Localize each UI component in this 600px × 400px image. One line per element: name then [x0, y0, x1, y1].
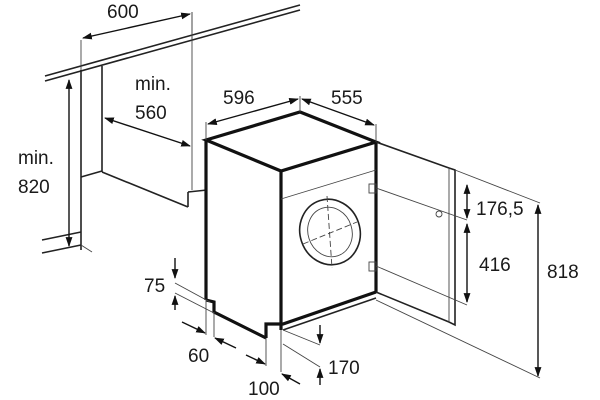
dimension-door-height: 818 [534, 204, 579, 377]
label-niche-height-prefix: min. [18, 148, 54, 169]
dimension-hinge-spacing: 416 [463, 223, 511, 303]
label-plinth-recess-left: 60 [188, 346, 209, 367]
label-hinge-top: 176,5 [476, 199, 524, 220]
dimension-niche-width: 600 [80, 2, 193, 70]
label-niche-depth: 560 [135, 103, 167, 124]
dimension-plinth-height: 75 [144, 258, 215, 314]
dimension-plinth-recess-left: 60 [181, 300, 237, 367]
label-door-bottom-clearance: 170 [328, 358, 360, 379]
dimension-door-bottom-clearance: 170 [282, 325, 360, 385]
dimension-appliance-depth: 555 [301, 88, 377, 142]
niche-wall [41, 12, 208, 254]
label-plinth-recess-right: 100 [248, 379, 280, 400]
dimension-appliance-width: 596 [205, 88, 301, 140]
label-appliance-depth: 555 [331, 88, 363, 109]
label-appliance-width: 596 [223, 88, 255, 109]
dimension-hinge-top: 176,5 [463, 184, 524, 220]
label-niche-height: 820 [18, 177, 50, 198]
countertop [44, 4, 301, 82]
label-plinth-height: 75 [144, 276, 165, 297]
furniture-door [368, 141, 541, 379]
label-niche-depth-prefix: min. [135, 74, 171, 95]
dimension-niche-height: min. 820 [18, 79, 73, 247]
dimension-niche-depth: min. 560 [104, 74, 191, 147]
label-niche-width: 600 [107, 2, 139, 23]
dimension-plinth-recess-right: 100 [245, 330, 301, 400]
label-hinge-spacing: 416 [479, 255, 511, 276]
label-door-height: 818 [547, 262, 579, 283]
porthole [298, 195, 362, 269]
